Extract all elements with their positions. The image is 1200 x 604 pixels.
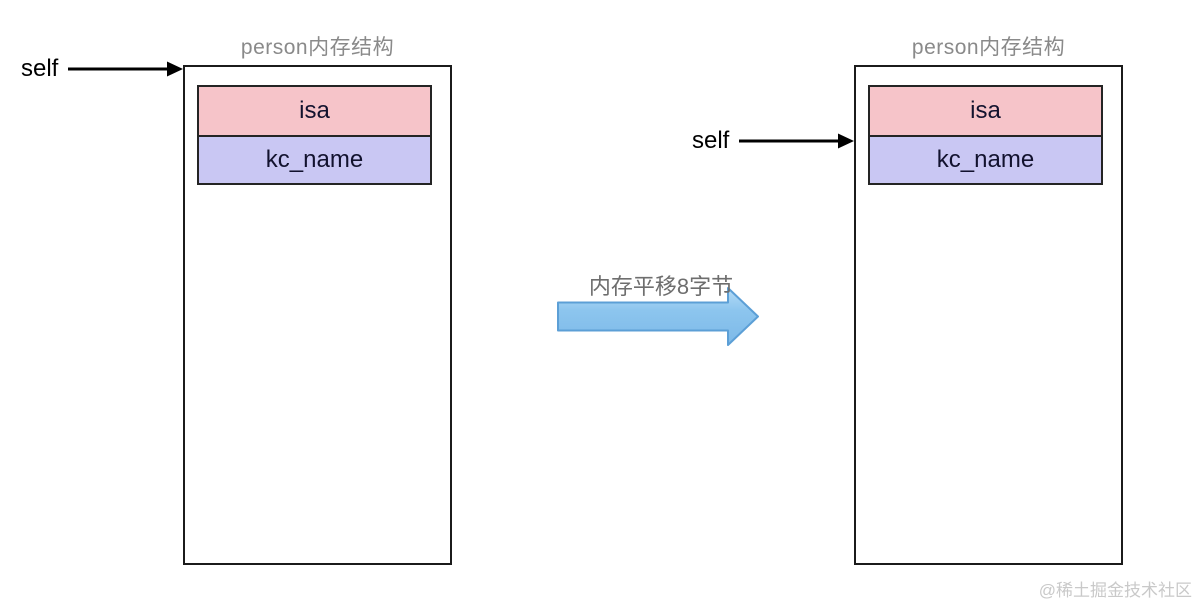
right-self-label: self	[692, 127, 730, 154]
left-box-title: person内存结构	[240, 36, 395, 59]
right-memory-box: isa kc_name	[854, 65, 1123, 565]
right-row-kc-name: kc_name	[870, 135, 1101, 183]
left-self-arrow	[68, 61, 183, 77]
right-row-isa: isa	[870, 87, 1101, 135]
right-box-title: person内存结构	[911, 36, 1066, 59]
left-self-label: self	[21, 55, 59, 82]
left-field-rows: isa kc_name	[197, 85, 432, 185]
watermark: @稀土掘金技术社区	[1038, 581, 1192, 600]
right-self-arrow	[739, 133, 854, 149]
left-row-kc-name: kc_name	[199, 135, 430, 183]
right-field-rows: isa kc_name	[868, 85, 1103, 185]
shift-arrow-label: 内存平移8字节	[588, 274, 734, 299]
left-memory-box: isa kc_name	[183, 65, 452, 565]
left-row-isa: isa	[199, 87, 430, 135]
